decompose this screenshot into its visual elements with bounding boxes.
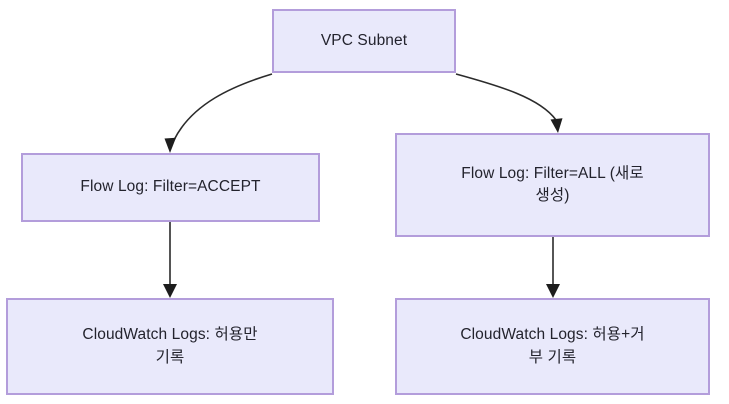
edge-accept-to-cwlogs-allow-only [163,222,177,298]
arrowhead-vpc-to-accept [164,137,176,153]
edge-all-to-cwlogs-allow-deny [546,237,560,298]
edge-path-vpc-to-all [455,73,557,121]
arrowhead-all-to-cwlogs [546,284,560,298]
node-flow-log-filter-accept[interactable]: Flow Log: Filter=ACCEPT [21,153,320,222]
edge-path-vpc-to-accept [173,73,273,141]
arrowhead-vpc-to-all [550,118,563,133]
node-flow-log-filter-all[interactable]: Flow Log: Filter=ALL (새로 생성) [395,133,710,237]
node-vpc-subnet[interactable]: VPC Subnet [272,9,456,73]
node-cloudwatch-logs-allow-only[interactable]: CloudWatch Logs: 허용만 기록 [6,298,334,395]
edge-vpc-to-flow-log-accept [164,73,273,153]
arrowhead-accept-to-cwlogs [163,284,177,298]
edge-vpc-to-flow-log-all [455,73,563,133]
node-cloudwatch-logs-allow-deny[interactable]: CloudWatch Logs: 허용+거 부 기록 [395,298,710,395]
